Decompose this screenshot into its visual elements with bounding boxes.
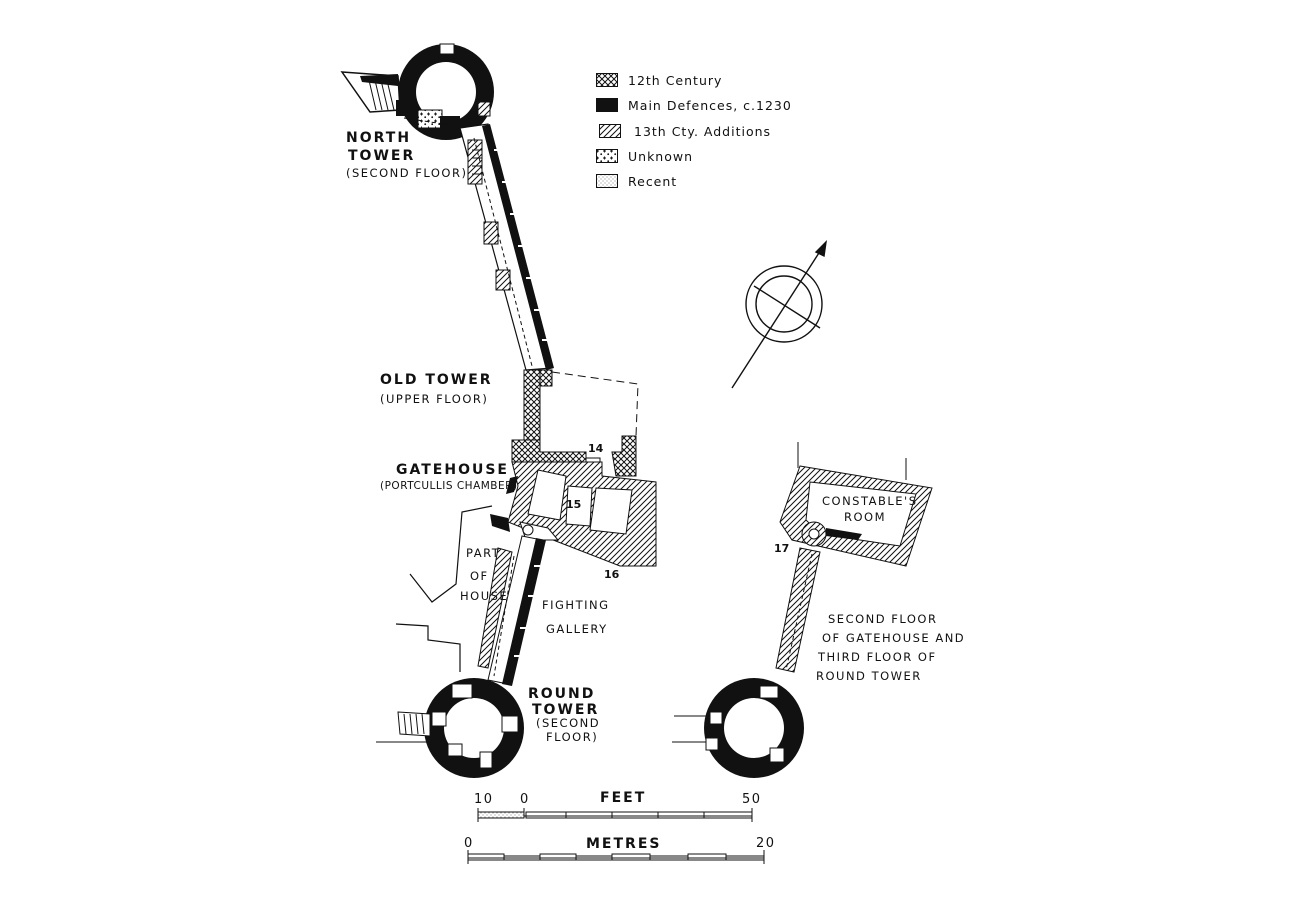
- gatehouse-sub-label: (PORTCULLIS CHAMBER): [380, 480, 518, 492]
- legend-label: Unknown: [628, 148, 694, 164]
- second-floor-note-4: ROUND TOWER: [816, 669, 922, 683]
- fighting-label: FIGHTING: [542, 598, 610, 612]
- legend-item-unknown: Unknown: [596, 148, 693, 164]
- fighting-gallery-wall: [477, 535, 546, 686]
- second-floor-note-1: SECOND FLOOR: [828, 612, 938, 626]
- constables-room-plan: [775, 442, 933, 673]
- round-tower-floor-label: (SECOND: [536, 716, 601, 730]
- scale-bar-feet: [477, 808, 753, 822]
- gallery-label: GALLERY: [546, 622, 608, 636]
- north-curtain-wall: [459, 123, 554, 371]
- part-of-house-outline: [395, 505, 493, 672]
- solid-swatch-icon: [596, 98, 618, 112]
- legend-label: 12th Century: [628, 72, 723, 88]
- north-tower-floor-label: (SECOND FLOOR): [346, 166, 468, 180]
- second-floor-note-2: OF GATEHOUSE AND: [822, 631, 966, 645]
- legend-item-main-defences: Main Defences, c.1230: [596, 97, 792, 113]
- legend-item-recent: Recent: [596, 173, 677, 189]
- ref-number-15: 15: [566, 498, 582, 511]
- crosshatch-swatch-icon: [596, 73, 618, 87]
- scale-bar-metres: [467, 850, 765, 864]
- house-label: HOUSE: [460, 589, 509, 603]
- old-tower-floor-label: (UPPER FLOOR): [380, 392, 489, 406]
- stipple-swatch-icon: [596, 174, 618, 188]
- gatehouse-label: GATEHOUSE: [396, 462, 509, 478]
- round-tower-left: [376, 678, 524, 778]
- scale-metres-right: 20: [756, 836, 776, 851]
- old-tower-label: OLD TOWER: [380, 372, 493, 388]
- scale-feet-right: 50: [742, 792, 762, 807]
- ref-number-14: 14: [588, 442, 604, 455]
- round-tower-label-2: TOWER: [532, 702, 600, 718]
- diagonal-swatch-icon: [599, 124, 621, 138]
- room-label: ROOM: [844, 510, 887, 524]
- scale-feet-title: FEET: [600, 790, 647, 806]
- dots-crosses-swatch-icon: [596, 149, 618, 163]
- legend-label: Main Defences, c.1230: [628, 97, 792, 113]
- compass-rose: [731, 240, 827, 389]
- second-floor-note-3: THIRD FLOOR OF: [818, 650, 937, 664]
- scale-metres-title: METRES: [586, 836, 662, 852]
- legend-item-12th-century: 12th Century: [596, 72, 722, 88]
- north-tower-label-2: TOWER: [348, 148, 416, 164]
- round-tower-label: ROUND: [528, 686, 596, 702]
- round-tower-floor-label-2: FLOOR): [546, 730, 599, 744]
- legend-label: 13th Cty. Additions: [634, 123, 772, 139]
- old-tower: [511, 369, 639, 477]
- constables-label: CONSTABLE'S: [822, 494, 918, 508]
- scale-feet-zero: 0: [520, 792, 530, 807]
- round-tower-right: [672, 678, 804, 778]
- gatehouse: [490, 461, 657, 567]
- part-label: PART: [466, 546, 501, 560]
- ref-number-16: 16: [604, 568, 620, 581]
- legend-item-13th-additions: 13th Cty. Additions: [596, 123, 771, 139]
- legend-label: Recent: [628, 173, 678, 189]
- north-tower: [340, 43, 494, 140]
- north-tower-label: NORTH: [346, 130, 412, 146]
- scale-feet-left: 10: [474, 792, 494, 807]
- of-label: OF: [470, 569, 489, 583]
- scale-metres-zero: 0: [464, 836, 474, 851]
- ref-number-17: 17: [774, 542, 790, 555]
